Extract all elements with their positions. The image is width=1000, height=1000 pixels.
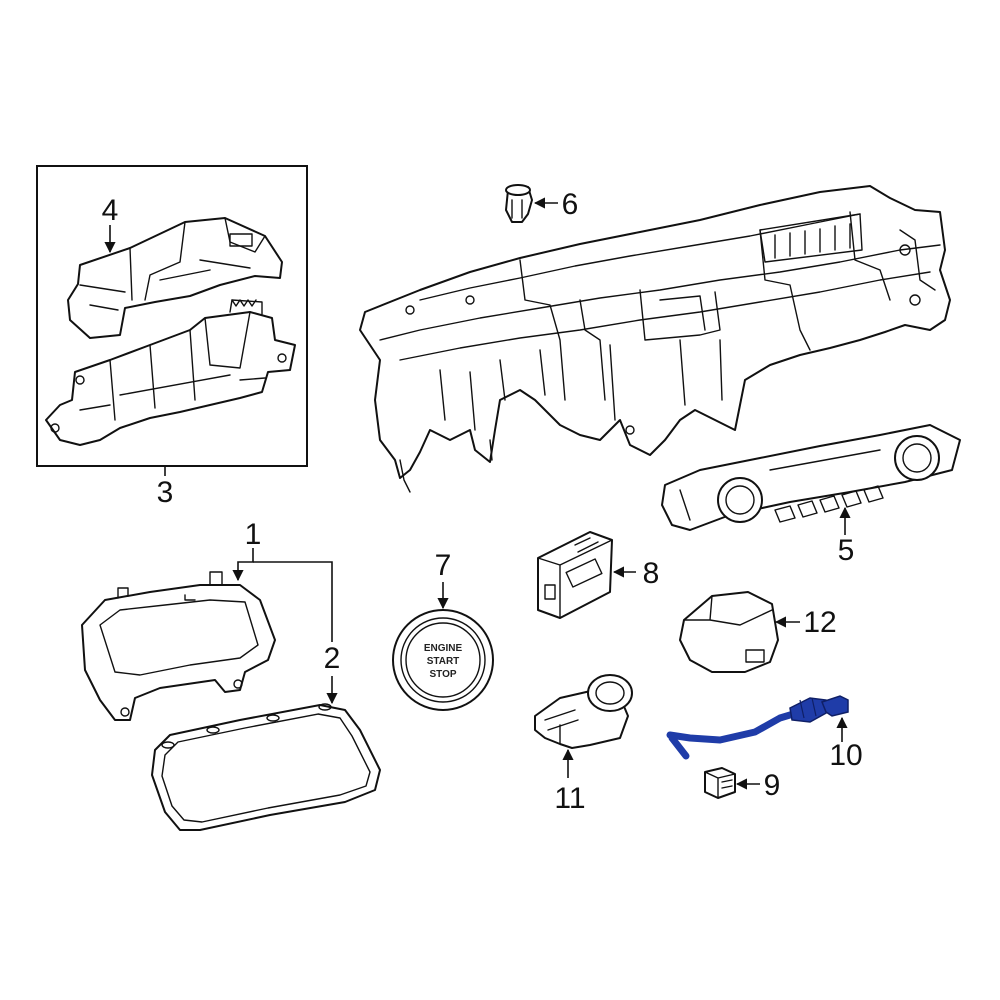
part-8-switch[interactable] xyxy=(537,531,613,619)
part-1-leader xyxy=(232,548,254,582)
callout-9: 9 xyxy=(764,769,781,802)
start-button-line3: STOP xyxy=(429,669,456,680)
start-button-line2: START xyxy=(427,656,460,667)
part-11-socket[interactable] xyxy=(534,674,633,749)
callout-5: 5 xyxy=(838,534,855,567)
part-9-connector[interactable] xyxy=(704,767,736,799)
part-7-start-button[interactable]: ENGINE START STOP xyxy=(392,609,494,711)
callout-11: 11 xyxy=(554,782,585,815)
callout-10: 10 xyxy=(829,739,862,772)
part-1-2-leader xyxy=(253,561,333,642)
part-6-clip[interactable] xyxy=(505,184,533,223)
callout-12: 12 xyxy=(803,606,836,639)
part-12-knob[interactable] xyxy=(679,591,779,673)
part-3-box xyxy=(36,165,308,467)
callout-4: 4 xyxy=(102,194,119,227)
part-3-bracket[interactable] xyxy=(45,299,296,446)
part-3-assembly[interactable] xyxy=(36,165,308,476)
callout-8: 8 xyxy=(643,557,660,590)
part-5-dash-frame[interactable] xyxy=(359,185,951,493)
part-10-harness[interactable] xyxy=(666,695,849,760)
part-5-climate-panel[interactable] xyxy=(661,424,961,531)
callout-7: 7 xyxy=(435,549,452,582)
part-2-cluster-lens[interactable] xyxy=(151,703,381,831)
part-4-cover[interactable] xyxy=(67,217,283,339)
start-button-line1: ENGINE xyxy=(424,643,463,654)
callout-1: 1 xyxy=(245,518,262,551)
callout-3: 3 xyxy=(157,476,174,509)
callout-2: 2 xyxy=(324,642,341,675)
callout-6: 6 xyxy=(562,188,579,221)
part-1-cluster-housing[interactable] xyxy=(81,571,276,721)
